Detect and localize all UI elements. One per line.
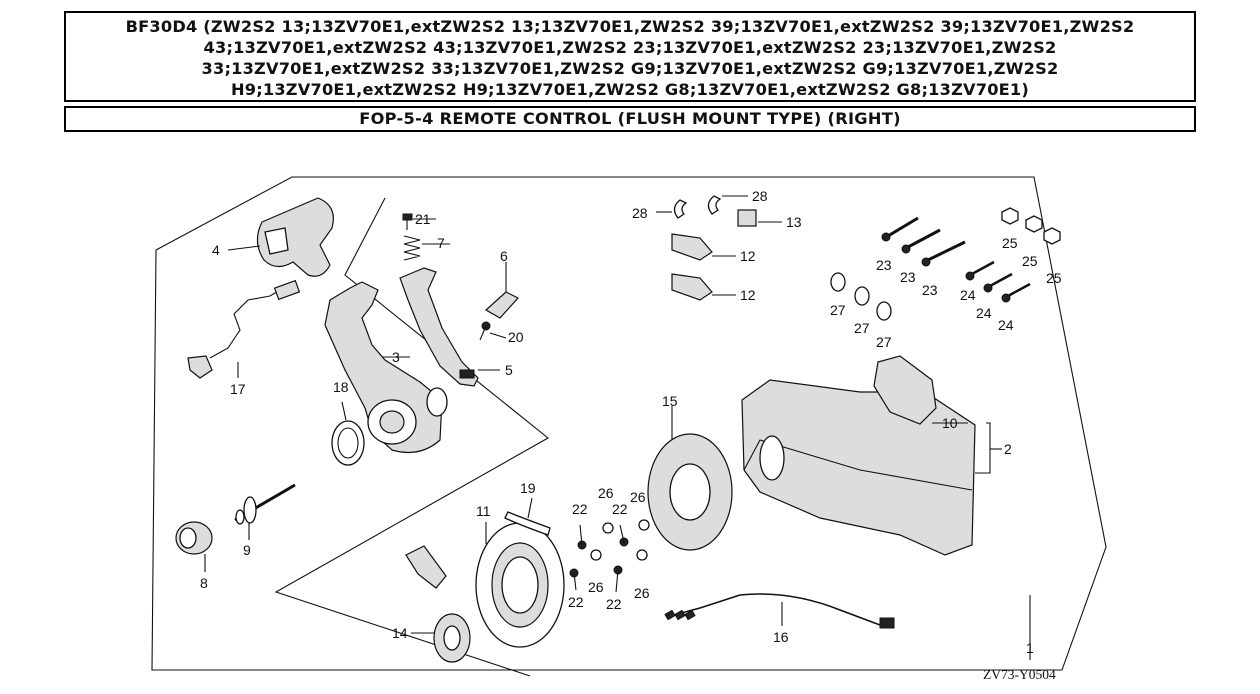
callout-13: 13 — [786, 214, 802, 230]
screw-20-part — [479, 321, 491, 341]
gasket-10-part — [873, 355, 937, 425]
callout-16: 16 — [773, 629, 789, 645]
model-header: BF30D4 (ZW2S2 13;13ZV70E1,extZW2S2 13;13… — [64, 11, 1196, 102]
callout-20: 20 — [508, 329, 524, 345]
callout-14: 14 — [392, 625, 408, 641]
neutral-arm-part — [399, 267, 479, 387]
screws-24-parts — [965, 260, 1031, 303]
handle-grip-part — [256, 197, 334, 277]
callout-26-c: 26 — [588, 579, 604, 595]
bolts-23-parts — [881, 216, 966, 267]
control-box-housing-part — [741, 379, 976, 556]
callout-17: 17 — [230, 381, 246, 397]
callout-21: 21 — [415, 211, 431, 227]
callout-9: 9 — [243, 542, 251, 558]
callout-24-c: 24 — [998, 317, 1014, 333]
callout-28-a: 28 — [632, 205, 648, 221]
callout-27-a: 27 — [830, 302, 846, 318]
strip-19-part — [504, 511, 551, 536]
plate-6-part — [484, 291, 519, 319]
nuts-25-parts — [1001, 207, 1061, 245]
spring-7-part — [403, 235, 421, 261]
callout-6: 6 — [500, 248, 508, 264]
callout-25-c: 25 — [1046, 270, 1062, 286]
callout-18: 18 — [333, 379, 349, 395]
detent-plate-part — [405, 545, 447, 589]
callout-23-b: 23 — [900, 269, 916, 285]
washers-27-parts — [830, 272, 892, 321]
callout-2: 2 — [1004, 441, 1012, 457]
callout-22-b: 22 — [612, 501, 628, 517]
control-lever-arm-part — [324, 281, 448, 453]
cover-ring-11-part — [475, 522, 565, 648]
trim-switch-harness-part — [187, 279, 301, 379]
callout-24-b: 24 — [976, 305, 992, 321]
knob-8-part — [175, 521, 213, 555]
parts-diagram: 4 21 7 6 20 3 5 17 18 9 8 11 19 14 15 22… — [151, 176, 1107, 682]
callout-22-c: 22 — [568, 594, 584, 610]
shaft-9-part — [234, 483, 296, 525]
callout-28-b: 28 — [752, 188, 768, 204]
callout-15: 15 — [662, 393, 678, 409]
callout-12-b: 12 — [740, 287, 756, 303]
clip-28-parts — [673, 195, 722, 219]
callout-8: 8 — [200, 575, 208, 591]
model-header-line-1: BF30D4 (ZW2S2 13;13ZV70E1,extZW2S2 13;13… — [125, 17, 1135, 36]
assembly-frame — [151, 176, 1107, 671]
link-12-parts — [671, 233, 713, 301]
screw-21-part — [402, 213, 413, 230]
callout-12-a: 12 — [740, 248, 756, 264]
o-ring-18-part — [331, 420, 365, 466]
callout-19: 19 — [520, 480, 536, 496]
callout-10: 10 — [942, 415, 958, 431]
callout-26-d: 26 — [634, 585, 650, 601]
callout-24-a: 24 — [960, 287, 976, 303]
callout-26-b: 26 — [630, 489, 646, 505]
section-title: FOP-5-4 REMOTE CONTROL (FLUSH MOUNT TYPE… — [64, 106, 1196, 132]
callout-23-c: 23 — [922, 282, 938, 298]
cable-harness-16-part — [664, 593, 895, 629]
handle-group-bracket — [274, 197, 549, 677]
callout-23-a: 23 — [876, 257, 892, 273]
callout-3: 3 — [392, 349, 400, 365]
drawing-code: ZV73-Y0504 — [983, 667, 1056, 682]
block-13-part — [737, 209, 757, 227]
callout-26-a: 26 — [598, 485, 614, 501]
model-header-line-3: 33;13ZV70E1,extZW2S2 33;13ZV70E1,ZW2S2 G… — [201, 59, 1059, 78]
callout-27-c: 27 — [876, 334, 892, 350]
model-header-line-2: 43;13ZV70E1,extZW2S2 43;13ZV70E1,ZW2S2 2… — [203, 38, 1057, 57]
callout-25-a: 25 — [1002, 235, 1018, 251]
switch-plate-15-part — [647, 433, 733, 551]
callout-27-b: 27 — [854, 320, 870, 336]
callout-4: 4 — [212, 242, 220, 258]
gear-14-part — [433, 613, 471, 663]
callout-7: 7 — [437, 235, 445, 251]
callout-22-d: 22 — [606, 596, 622, 612]
callout-22-a: 22 — [572, 501, 588, 517]
screws-22-washers-26 — [569, 519, 650, 593]
callout-11: 11 — [476, 503, 491, 519]
callout-25-b: 25 — [1022, 253, 1038, 269]
callout-5: 5 — [505, 362, 513, 378]
model-header-line-4: H9;13ZV70E1,extZW2S2 H9;13ZV70E1,ZW2S2 G… — [231, 80, 1029, 99]
callout-1: 1 — [1026, 640, 1034, 656]
